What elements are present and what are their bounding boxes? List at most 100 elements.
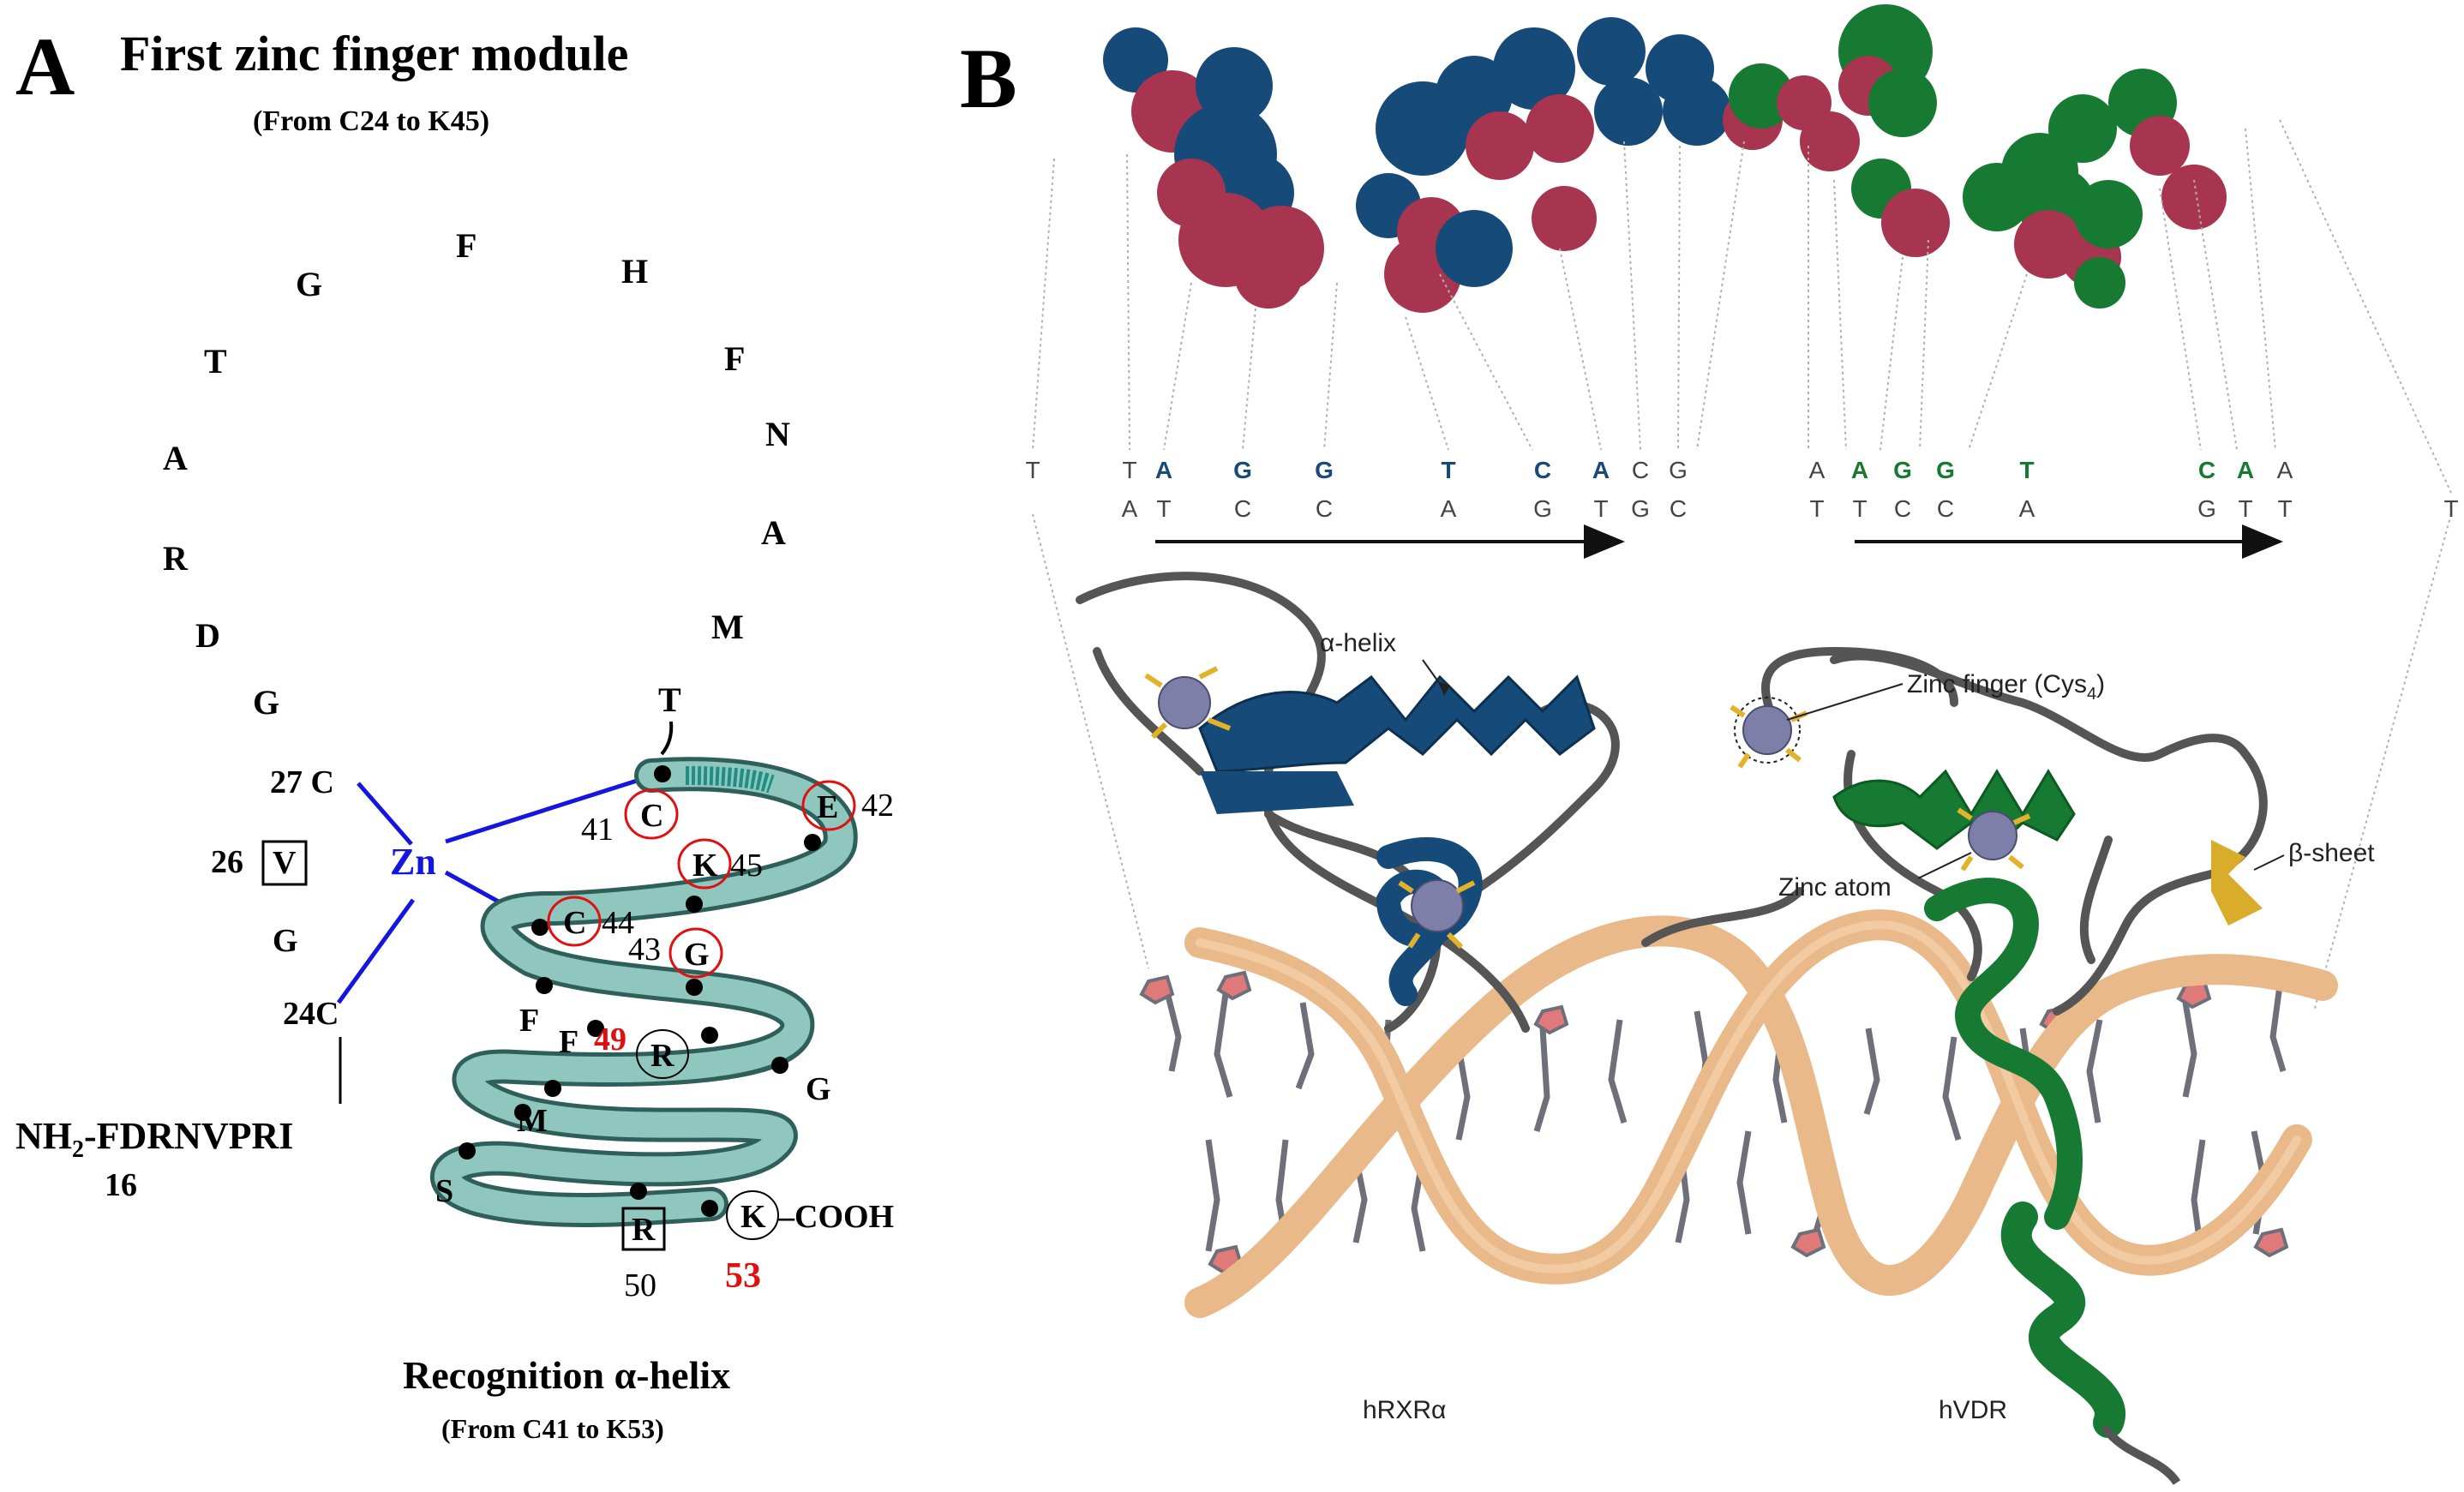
dna-base-bottom: C [1670, 495, 1687, 522]
panel-a-letter: A [15, 21, 75, 112]
residue-r50: R [632, 1212, 656, 1248]
dna-base-top: A [2277, 457, 2293, 483]
residue-k53: K [740, 1199, 766, 1235]
label-g: G [273, 923, 298, 959]
dna-base-top: C [2198, 457, 2215, 483]
panel-a-title: First zinc finger module [120, 26, 628, 81]
loop-residue: T [658, 680, 681, 719]
dna-base-top: T [2019, 457, 2034, 483]
dna-base-top: C [1632, 457, 1649, 483]
helix-caption-sub: (From C41 to K53) [441, 1413, 664, 1444]
panel-a-subtitle: (From C24 to K45) [253, 105, 489, 137]
dna-base-bottom: T [1593, 495, 1608, 522]
dna-base-top: G [1669, 457, 1688, 483]
loop-residue: G [296, 265, 322, 303]
residue-c41: C [640, 798, 663, 834]
panel-a: A First zinc finger module (From C24 to … [0, 0, 968, 1492]
dna-base-top: A [1155, 457, 1172, 483]
k45-circle [677, 838, 732, 890]
dna-base-bottom: T [1852, 495, 1867, 522]
dna-base-bottom: G [1631, 495, 1650, 522]
dna-base-top: T [1122, 457, 1136, 483]
loop-residue: R [163, 539, 189, 578]
g43-circle [668, 927, 723, 979]
dna-base-top: A [2237, 457, 2254, 483]
dna-base-top: T [1441, 457, 1455, 483]
dna-base-bottom: G [1533, 495, 1552, 522]
zinc-atom-icon [1968, 811, 2017, 860]
e42-circle [801, 780, 856, 831]
zinc-finger-highlight [1734, 697, 1801, 764]
residue-r49: R [650, 1038, 674, 1074]
beta-sheet-icon [2211, 840, 2263, 926]
dna-base-top: A [1809, 457, 1826, 483]
label-v26: V [273, 845, 297, 881]
dna-base-top: A [1592, 457, 1610, 483]
residue-f: F [559, 1024, 579, 1060]
rxr-contact-surface [1103, 17, 1783, 313]
c-terminus: –COOH [777, 1199, 894, 1235]
panel-b-letter: B [960, 31, 1017, 126]
residue-c44: C [563, 905, 586, 941]
c41-number: 41 [581, 812, 614, 848]
k53-circle [726, 1190, 779, 1240]
residue-g43: G [684, 937, 710, 973]
residue-e42: E [817, 789, 838, 825]
guide-lines [1032, 119, 2452, 1012]
recognition-helix-ribbon [430, 757, 858, 1227]
rxr-dbd-structure [1076, 572, 1804, 1033]
residue-f: F [519, 1003, 539, 1039]
e42-number: 42 [861, 788, 894, 824]
residue-s: S [435, 1173, 453, 1209]
loop-residue: D [195, 616, 220, 655]
dna-base-top: C [1534, 457, 1551, 483]
dna-double-helix [1139, 909, 2338, 1318]
beta-sheet-label: β-sheet [2288, 839, 2375, 867]
dna-base-top: G [1893, 457, 1912, 483]
connector-line [660, 721, 674, 756]
dna-base-top: G [1233, 457, 1252, 483]
label-c24: 24C [283, 996, 339, 1032]
label-v26-number: 26 [211, 844, 243, 880]
hvdr-label: hVDR [1939, 1396, 2007, 1424]
zinc-finger-loop: G F H T F A N R A D M G T [163, 226, 790, 722]
dna-base-top: T [1025, 457, 1040, 483]
zinc-atom-icon [1742, 705, 1792, 755]
v26-box [261, 840, 308, 886]
dna-base-bottom: T [2238, 495, 2252, 522]
r49-number: 49 [594, 1022, 626, 1058]
vdr-contact-surface [1729, 4, 2227, 309]
r50-box [621, 1207, 666, 1251]
loop-residue: F [724, 339, 745, 378]
dna-base-top: A [1851, 457, 1868, 483]
loop-residue: A [761, 513, 786, 552]
dna-base-bottom: A [1441, 495, 1457, 522]
k45-number: 45 [730, 848, 763, 884]
dna-base-bottom: A [2019, 495, 2035, 522]
loop-residue: F [456, 226, 477, 265]
dna-base-bottom: C [1234, 495, 1251, 522]
n-terminus-sequence: NH2-FDRNVPRI [15, 1115, 293, 1163]
k53-number: 53 [725, 1256, 761, 1296]
loop-residue: H [621, 252, 648, 291]
dna-base-bottom: T [2277, 495, 2292, 522]
dna-base-bottom: G [2197, 495, 2216, 522]
alpha-helix-label: α-helix [1320, 629, 1396, 657]
helix-caption: Recognition α-helix [403, 1353, 730, 1397]
dna-sequence: T T A G G T C A C G A A G G T C A A A T … [1025, 457, 2458, 522]
r50-number: 50 [624, 1267, 656, 1303]
zinc-atom-icon [1158, 676, 1211, 729]
loop-residue: A [163, 439, 188, 477]
dna-base-bottom: T [1809, 495, 1824, 522]
c44-circle [547, 896, 602, 947]
n-terminus-number: 16 [105, 1167, 137, 1203]
dna-base-bottom: T [2443, 495, 2458, 522]
dna-base-bottom: C [1894, 495, 1911, 522]
loop-residue: T [204, 342, 227, 380]
zinc-finger-label: Zinc finger (Cys4) [1907, 670, 2105, 704]
panel-b: B [943, 0, 2464, 1492]
loop-residue: G [253, 683, 279, 722]
loop-residue: N [765, 415, 790, 453]
residue-m: M [517, 1103, 548, 1139]
zinc-label: Zn [390, 841, 436, 883]
